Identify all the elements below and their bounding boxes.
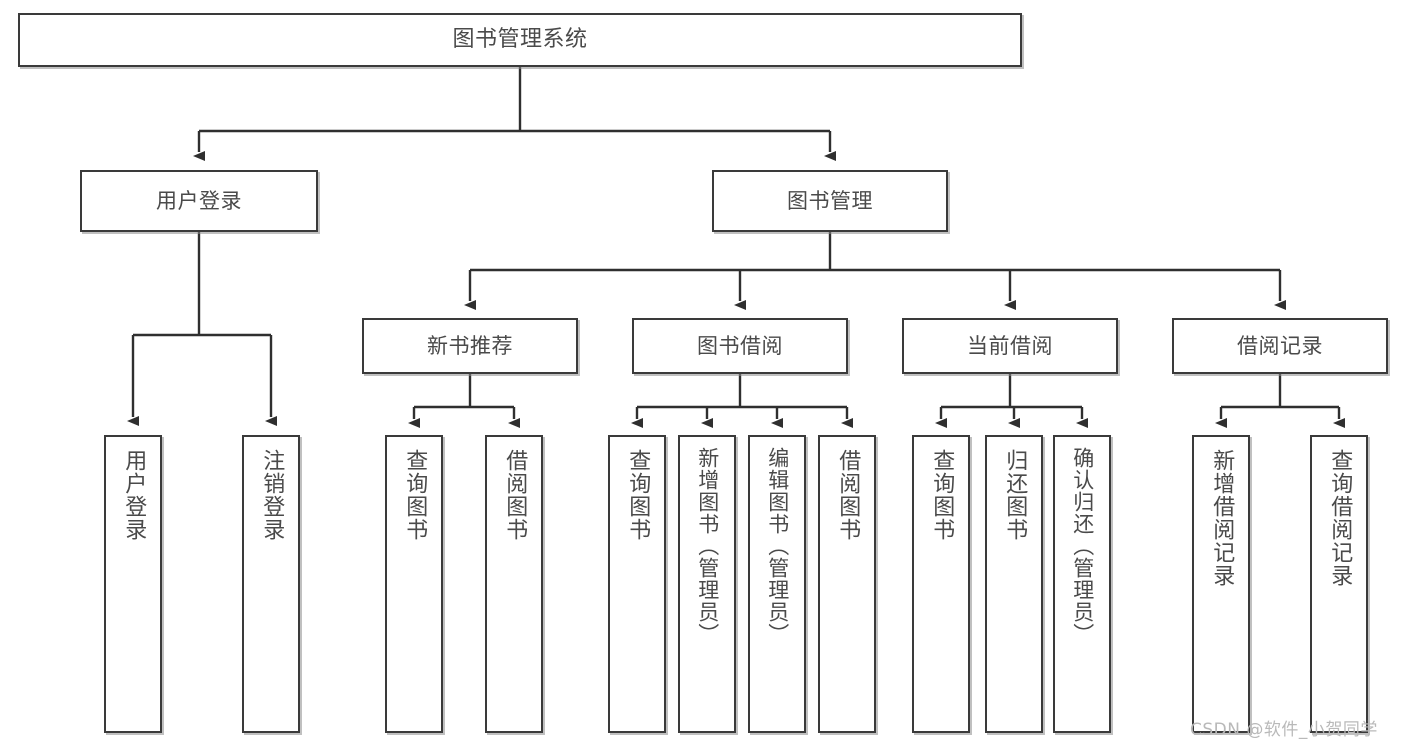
node-leaf-query-borrow-record-label: 查询借阅记录	[1327, 449, 1353, 587]
node-root-label: 图书管理系统	[452, 27, 588, 53]
watermark: CSDN @软件_小贺同学	[1190, 720, 1378, 740]
node-leaf-query-book-borrow[interactable]: 查询图书	[608, 435, 666, 733]
node-book-borrow[interactable]: 图书借阅	[632, 318, 848, 374]
node-leaf-user-logout-label: 注销登录	[259, 449, 285, 541]
node-leaf-query-book-borrow-label: 查询图书	[625, 449, 651, 541]
node-current-borrow[interactable]: 当前借阅	[902, 318, 1118, 374]
node-leaf-user-login-label: 用户登录	[121, 449, 147, 541]
node-leaf-query-book-cur-label: 查询图书	[929, 449, 955, 541]
node-root[interactable]: 图书管理系统	[18, 13, 1022, 67]
node-book-manage[interactable]: 图书管理	[712, 170, 948, 232]
node-leaf-return-book[interactable]: 归还图书	[985, 435, 1043, 733]
node-leaf-confirm-return-admin[interactable]: 确认归还（管理员）	[1053, 435, 1111, 733]
node-leaf-query-borrow-record[interactable]: 查询借阅记录	[1310, 435, 1368, 733]
node-borrow-record-label: 借阅记录	[1237, 333, 1323, 358]
node-leaf-borrow-book-rec[interactable]: 借阅图书	[485, 435, 543, 733]
node-leaf-borrow-book[interactable]: 借阅图书	[818, 435, 876, 733]
node-new-book-recommend[interactable]: 新书推荐	[362, 318, 578, 374]
node-current-borrow-label: 当前借阅	[967, 333, 1053, 358]
node-user-login-label: 用户登录	[156, 188, 242, 213]
node-leaf-query-book-rec-label: 查询图书	[402, 449, 428, 541]
node-leaf-edit-book-admin-label: 编辑图书（管理员）	[765, 447, 790, 645]
node-leaf-add-borrow-record-label: 新增借阅记录	[1209, 449, 1235, 587]
node-new-book-recommend-label: 新书推荐	[427, 333, 513, 358]
node-borrow-record[interactable]: 借阅记录	[1172, 318, 1388, 374]
node-leaf-return-book-label: 归还图书	[1002, 449, 1028, 541]
node-book-manage-label: 图书管理	[787, 188, 873, 213]
node-leaf-confirm-return-admin-label: 确认归还（管理员）	[1070, 447, 1095, 645]
node-book-borrow-label: 图书借阅	[697, 333, 783, 358]
node-user-login[interactable]: 用户登录	[80, 170, 318, 232]
node-leaf-user-login[interactable]: 用户登录	[104, 435, 162, 733]
node-leaf-edit-book-admin[interactable]: 编辑图书（管理员）	[748, 435, 806, 733]
node-leaf-query-book-rec[interactable]: 查询图书	[385, 435, 443, 733]
node-leaf-borrow-book-label: 借阅图书	[835, 449, 861, 541]
node-leaf-add-borrow-record[interactable]: 新增借阅记录	[1192, 435, 1250, 733]
node-leaf-add-book-admin-label: 新增图书（管理员）	[695, 447, 720, 645]
node-leaf-borrow-book-rec-label: 借阅图书	[502, 449, 528, 541]
node-leaf-add-book-admin[interactable]: 新增图书（管理员）	[678, 435, 736, 733]
node-leaf-user-logout[interactable]: 注销登录	[242, 435, 300, 733]
node-leaf-query-book-cur[interactable]: 查询图书	[912, 435, 970, 733]
